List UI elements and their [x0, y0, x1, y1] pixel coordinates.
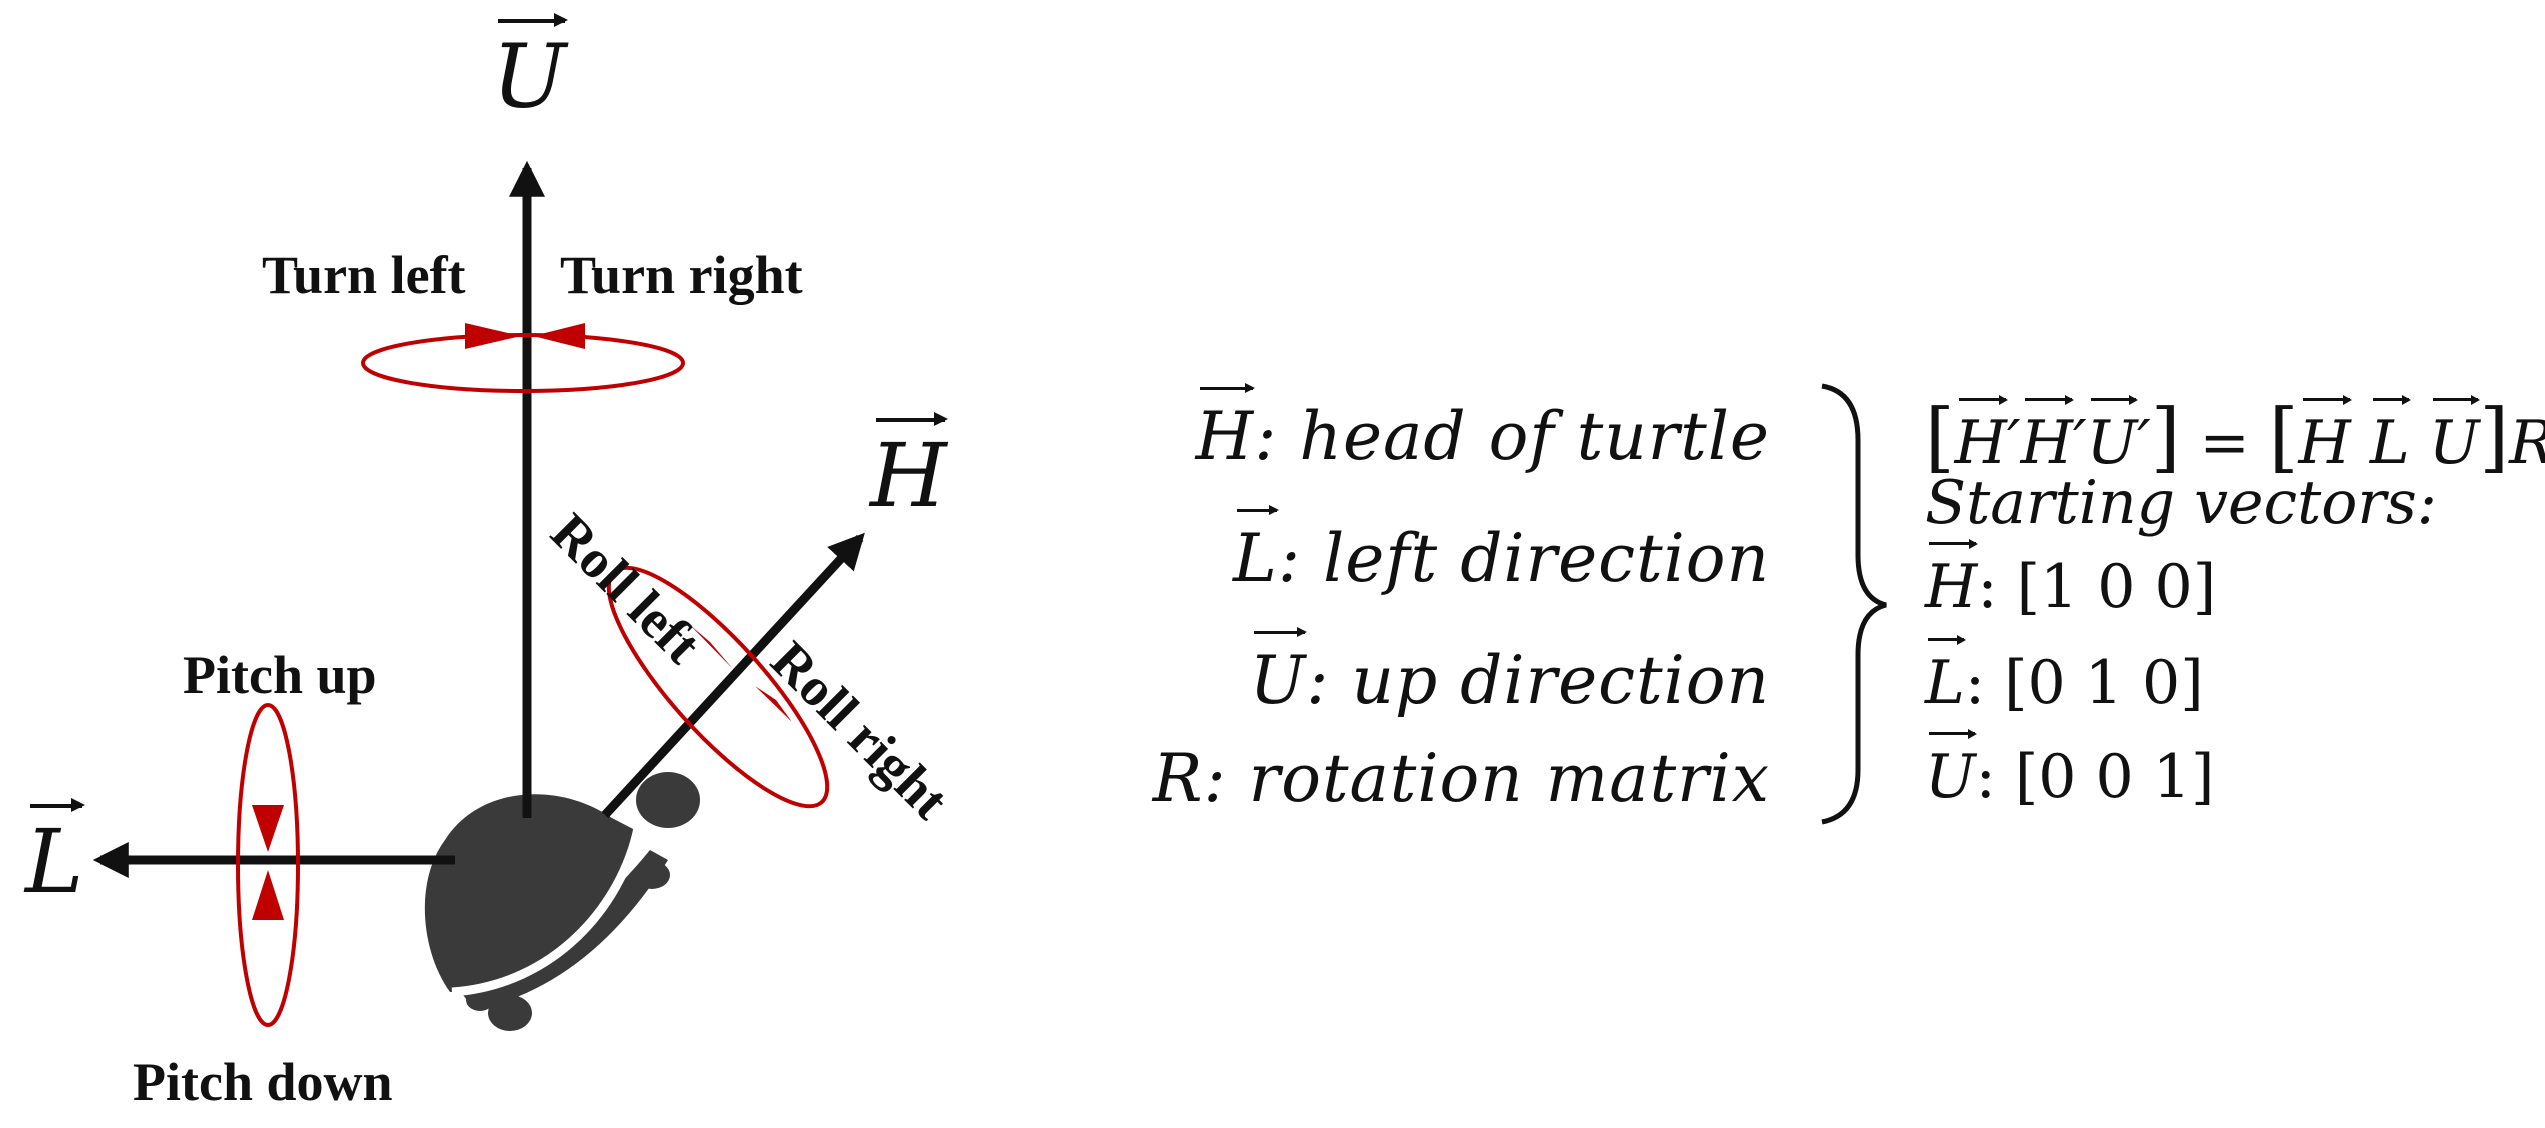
- h-axis-line: [601, 532, 865, 819]
- turn-right-label: Turn right: [560, 245, 803, 305]
- definition-left: L: left direction: [1233, 505, 1770, 597]
- turn-right-arrow-icon: [533, 323, 585, 349]
- turn-left-label: Turn left: [262, 245, 466, 305]
- roll-right-arrow-icon: [755, 686, 792, 722]
- h-axis-label: H: [870, 412, 949, 527]
- definition-brace: [1821, 383, 1887, 825]
- starting-vector-h: H: [1 0 0]: [1925, 538, 2217, 622]
- pitch-up-label: Pitch up: [183, 645, 377, 705]
- u-axis-label: U: [492, 13, 568, 128]
- turn-left-arrow-icon: [465, 323, 521, 349]
- pitch-up-arrow-icon: [252, 805, 284, 852]
- starting-vectors-title: Starting vectors:: [1925, 468, 2438, 538]
- starting-vector-l: L: [0 1 0]: [1925, 634, 2204, 718]
- definition-up: U: up direction: [1249, 627, 1770, 719]
- turtle-icon: [424, 772, 700, 1031]
- roll-rotation: [606, 565, 830, 809]
- roll-left-arrow-icon: [690, 625, 733, 669]
- pitch-down-label: Pitch down: [133, 1052, 393, 1112]
- definition-rotation: R: rotation matrix: [1152, 740, 1770, 817]
- pitch-rotation: [236, 703, 300, 1027]
- starting-vector-u: U: [0 0 1]: [1925, 728, 2215, 812]
- rotation-equation: [H′H′U′] = [H L U]R: [1925, 392, 2545, 481]
- l-axis-label: L: [25, 798, 86, 913]
- pitch-down-arrow-icon: [252, 870, 284, 920]
- turn-rotation: [361, 323, 685, 393]
- definition-head: H: head of turtle: [1195, 383, 1770, 475]
